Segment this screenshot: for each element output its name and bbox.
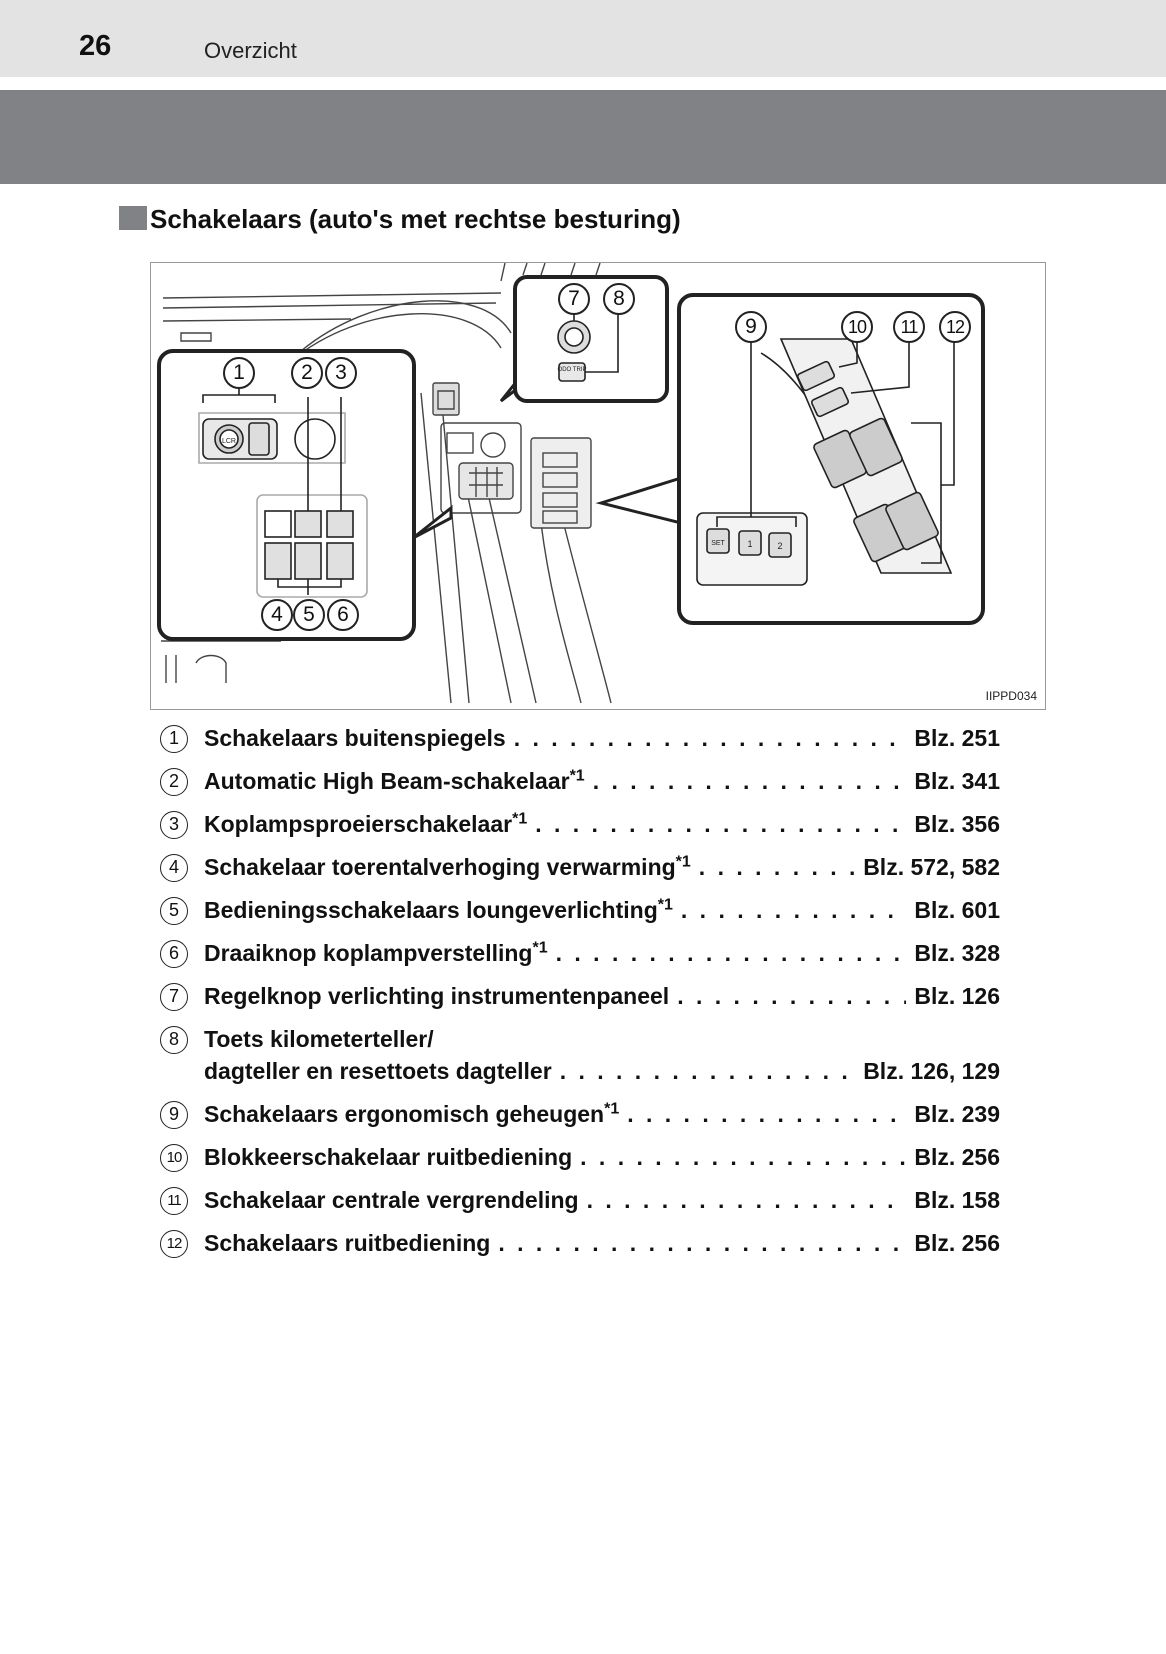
list-item: 9 Schakelaars ergonomisch geheugen*1 Blz.…: [160, 1096, 1000, 1139]
page-reference: Blz. 158: [914, 1187, 1000, 1213]
item-number: 6: [160, 940, 188, 968]
callout-8: 8: [603, 283, 635, 315]
page-reference: Blz. 328: [914, 940, 1000, 966]
list-item: 1 Schakelaars buitenspiegels Blz. 251: [160, 720, 1000, 763]
item-label: Regelknop verlichting instrumentenpaneel: [204, 983, 670, 1009]
item-number: 4: [160, 854, 188, 882]
page-reference: Blz. 572, 582: [863, 854, 1000, 880]
item-number: 1: [160, 725, 188, 753]
callout-5: 5: [293, 599, 325, 631]
item-label: Automatic High Beam-schakelaar: [204, 768, 570, 794]
item-label: Bedieningsschakelaars loungeverlichting: [204, 897, 658, 923]
item-label: Schakelaar toerentalverhoging verwarming: [204, 854, 676, 880]
memory-2-label: 2: [777, 541, 782, 551]
item-number: 3: [160, 811, 188, 839]
list-item: 2 Automatic High Beam-schakelaar*1 Blz. 3…: [160, 763, 1000, 806]
callout-4: 4: [261, 599, 293, 631]
memory-1-label: 1: [747, 539, 752, 549]
item-label: Koplampsproeierschakelaar: [204, 811, 513, 837]
page-reference: Blz. 126: [914, 983, 1000, 1009]
footnote-marker: *1: [512, 810, 528, 828]
list-item: 11 Schakelaar centrale vergrendeling Blz.…: [160, 1182, 1000, 1225]
item-label: Schakelaars buitenspiegels: [204, 725, 506, 751]
callout-3: 3: [325, 357, 357, 389]
figure-code: IIPPD034: [985, 689, 1037, 703]
callout-2: 2: [291, 357, 323, 389]
item-number: 8: [160, 1026, 188, 1054]
page-reference: Blz. 356: [914, 811, 1000, 837]
page-reference: Blz. 341: [914, 768, 1000, 794]
list-item: 10 Blokkeerschakelaar ruitbediening Blz. …: [160, 1139, 1000, 1182]
item-label: Draaiknop koplampverstelling: [204, 940, 533, 966]
page-number: 26: [79, 30, 112, 62]
list-item: 5 Bedieningsschakelaars loungeverlichtin…: [160, 892, 1000, 935]
section-title: Overzicht: [204, 38, 297, 63]
dashboard-illustration: LCR ODO TRIP: [157, 263, 985, 704]
page-reference: Blz. 239: [914, 1101, 1000, 1127]
footnote-marker: *1: [604, 1100, 620, 1118]
header-band: [0, 0, 1166, 77]
page-reference: Blz. 601: [914, 897, 1000, 923]
callout-12: 12: [939, 311, 971, 343]
switch-diagram: LCR ODO TRIP: [150, 262, 1046, 710]
item-number: 5: [160, 897, 188, 925]
item-label: Schakelaars ruitbediening: [204, 1230, 491, 1256]
list-item: 3 Koplampsproeierschakelaar*1 Blz. 356: [160, 806, 1000, 849]
list-item: 8 Toets kilometerteller/ dagteller en re…: [160, 1021, 1000, 1096]
item-number: 9: [160, 1101, 188, 1129]
lcr-label: LCR: [222, 438, 236, 445]
page-reference: Blz. 256: [914, 1144, 1000, 1170]
switch-list: 1 Schakelaars buitenspiegels Blz. 251 2 A…: [160, 720, 1000, 1268]
footnote-marker: *1: [569, 767, 585, 785]
item-label: Toets kilometerteller/: [204, 1026, 434, 1052]
section-heading: Schakelaars (auto's met rechtse besturin…: [150, 204, 681, 234]
page-reference: Blz. 256: [914, 1230, 1000, 1256]
callout-10: 10: [841, 311, 873, 343]
list-item: 7 Regelknop verlichting instrumentenpane…: [160, 978, 1000, 1021]
item-label: Blokkeerschakelaar ruitbediening: [204, 1144, 573, 1170]
heading-marker: [119, 206, 147, 230]
footnote-marker: *1: [657, 896, 673, 914]
item-number: 7: [160, 983, 188, 1011]
title-band: [0, 90, 1166, 184]
callout-9: 9: [735, 311, 767, 343]
footnote-marker: *1: [675, 853, 691, 871]
odo-label: ODO TRIP: [558, 367, 587, 373]
page-reference: Blz. 126, 129: [863, 1058, 1000, 1084]
footnote-marker: *1: [532, 939, 548, 957]
item-label-continued: dagteller en resettoets dagteller: [204, 1058, 552, 1084]
list-item: 12 Schakelaars ruitbediening Blz. 256: [160, 1225, 1000, 1268]
item-label: Schakelaars ergonomisch geheugen: [204, 1101, 605, 1127]
set-label: SET: [711, 540, 725, 547]
list-item: 6 Draaiknop koplampverstelling*1 Blz. 328: [160, 935, 1000, 978]
item-number: 12: [160, 1230, 188, 1258]
callout-1: 1: [223, 357, 255, 389]
callout-6: 6: [327, 599, 359, 631]
callout-7: 7: [558, 283, 590, 315]
item-number: 10: [160, 1144, 188, 1172]
item-number: 2: [160, 768, 188, 796]
callout-11: 11: [893, 311, 925, 343]
item-label: Schakelaar centrale vergrendeling: [204, 1187, 579, 1213]
page-reference: Blz. 251: [914, 725, 1000, 751]
list-item: 4 Schakelaar toerentalverhoging verwarmi…: [160, 849, 1000, 892]
item-number: 11: [160, 1187, 188, 1215]
